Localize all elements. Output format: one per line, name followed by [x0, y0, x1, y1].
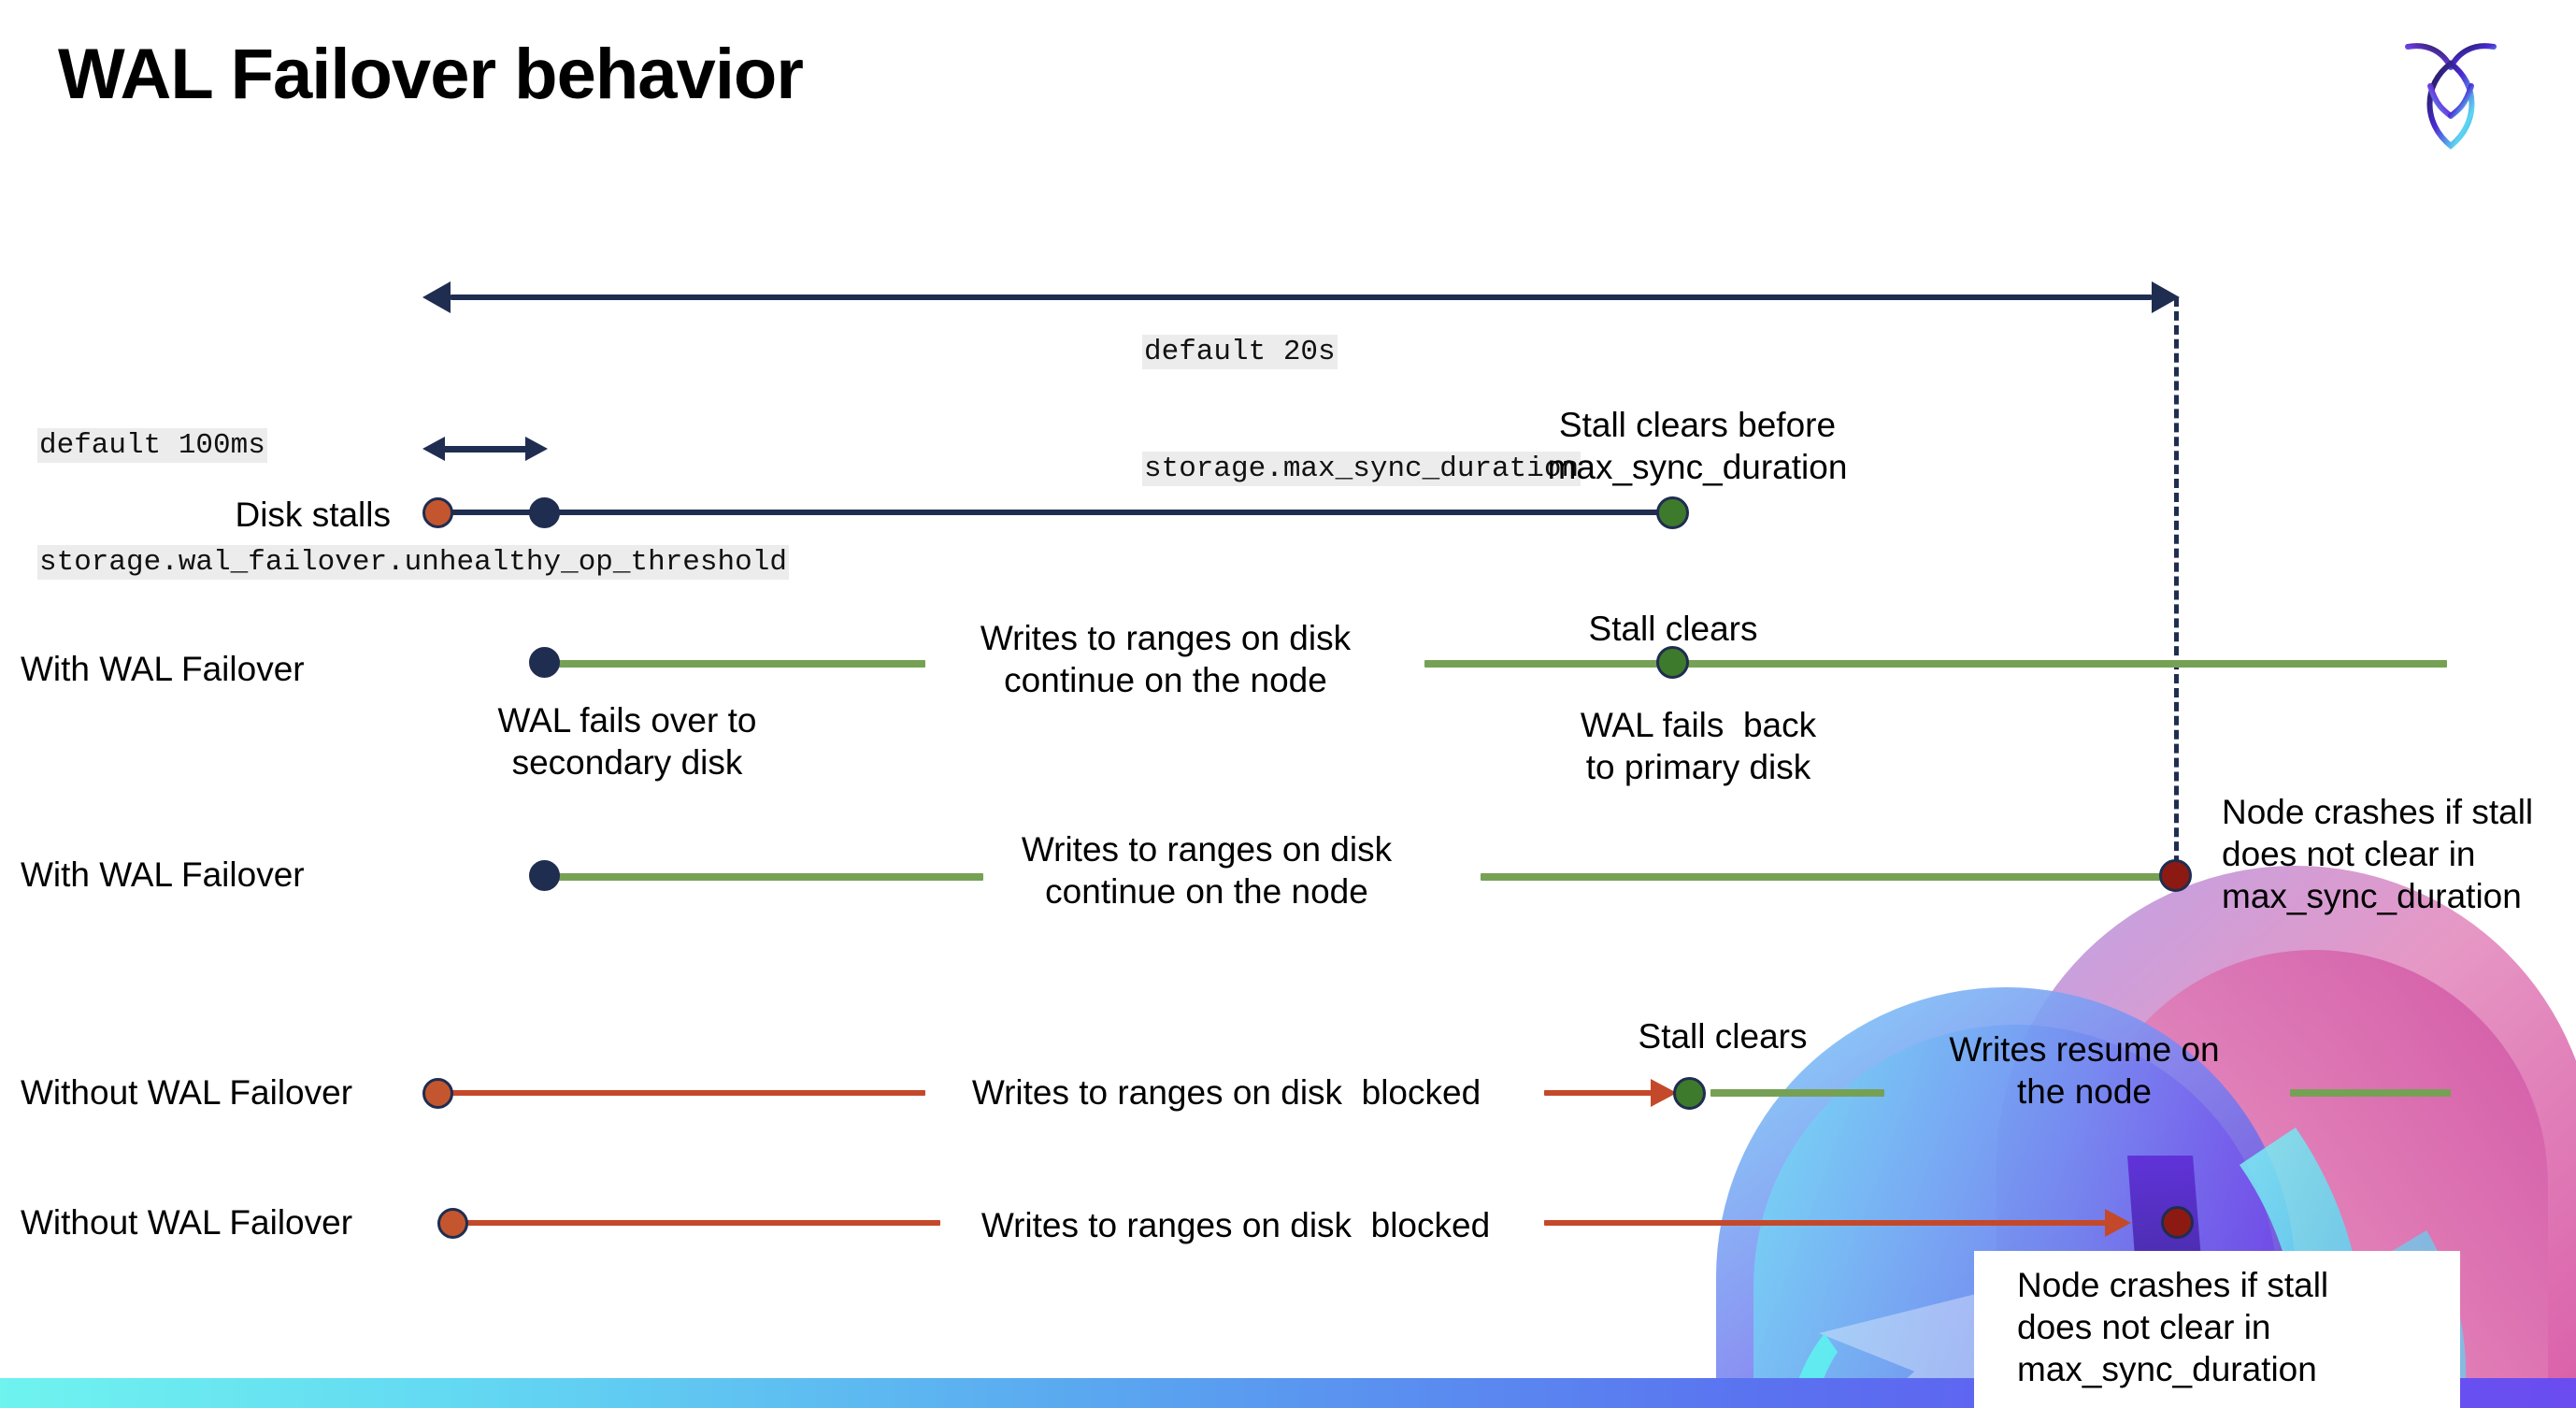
without-wal-failover-1-resumed-a: [1710, 1089, 1884, 1097]
with-wal-failover-2-segment-b: [1481, 873, 2174, 881]
max-sync-setting-label: storage.max_sync_duration: [1142, 452, 1581, 487]
unhealthy-op-default-label: default 100ms: [37, 427, 267, 463]
note-stall-clears-2: Stall clears: [1638, 1017, 1808, 1056]
max-sync-default-label: default 20s: [1142, 334, 1338, 369]
without-wal-failover-2-start-dot[interactable]: [437, 1208, 468, 1239]
row-label-without-wal-failover-2: Without WAL Failover: [21, 1203, 353, 1242]
max-sync-duration-arrow-line: [451, 295, 2152, 300]
with-wal-failover-2-segment-a: [548, 873, 983, 881]
row-label-with-wal-failover-1: With WAL Failover: [21, 650, 305, 688]
row-label-disk-stalls: Disk stalls: [235, 496, 391, 534]
note-writes-continue-1: Writes to ranges on disk continue on the…: [980, 619, 1352, 700]
max-sync-duration-arrow-left-head: [422, 281, 451, 313]
without-wal-failover-1-arrow-head: [1651, 1079, 1677, 1107]
note-node-crashes-2: Node crashes if stall does not clear in …: [2017, 1266, 2329, 1389]
disk-stalls-start-dot[interactable]: [422, 497, 453, 528]
disk-stalls-failover-dot[interactable]: [529, 497, 560, 528]
cockroachdb-logo-icon: [2405, 43, 2497, 150]
disk-stalls-timeline: [437, 510, 1681, 515]
max-sync-duration-annotation: default 20s storage.max_sync_duration: [1142, 254, 1581, 568]
row-label-without-wal-failover-1: Without WAL Failover: [21, 1073, 353, 1112]
note-stall-clears-1: Stall clears: [1588, 610, 1758, 648]
disk-stalls-stall-clears-dot[interactable]: [1656, 496, 1689, 529]
without-wal-failover-2-crash-dot[interactable]: [2161, 1206, 2194, 1239]
unhealthy-op-threshold-arrow-right-head: [525, 437, 548, 461]
with-wal-failover-1-segment-b: [1424, 660, 2447, 668]
without-wal-failover-2-blocked-b: [1544, 1220, 2118, 1226]
node-crash-callout-box: [1974, 1251, 2460, 1408]
note-writes-resume: Writes resume on the node: [1949, 1030, 2220, 1112]
with-wal-failover-2-failover-dot[interactable]: [529, 860, 560, 891]
max-sync-duration-deadline-dashed-line: [2174, 297, 2179, 879]
without-wal-failover-1-blocked-b: [1544, 1090, 1664, 1096]
note-writes-blocked-2: Writes to ranges on disk blocked: [980, 1206, 1491, 1244]
with-wal-failover-1-segment-a: [548, 660, 925, 668]
note-node-crashes-1: Node crashes if stall does not clear in …: [2222, 793, 2534, 916]
unhealthy-op-threshold-annotation: default 100ms storage.wal_failover.unhea…: [37, 348, 789, 661]
without-wal-failover-1-blocked-a: [451, 1090, 925, 1096]
with-wal-failover-1-failover-dot[interactable]: [529, 647, 560, 678]
with-wal-failover-2-crash-dot[interactable]: [2159, 859, 2192, 892]
with-wal-failover-1-stall-clears-dot[interactable]: [1656, 646, 1689, 679]
without-wal-failover-1-stall-clears-dot[interactable]: [1673, 1077, 1706, 1110]
without-wal-failover-1-resumed-b: [2290, 1089, 2451, 1097]
without-wal-failover-1-start-dot[interactable]: [422, 1078, 453, 1109]
unhealthy-op-threshold-arrow-line: [443, 446, 527, 453]
row-label-with-wal-failover-2: With WAL Failover: [21, 855, 305, 894]
note-stall-clears-before-max-sync: Stall clears before max_sync_duration: [1547, 406, 1848, 487]
page-title: WAL Failover behavior: [58, 35, 804, 114]
note-wal-fails-over: WAL fails over to secondary disk: [497, 701, 757, 783]
note-writes-continue-2: Writes to ranges on disk continue on the…: [1021, 830, 1393, 912]
unhealthy-op-threshold-arrow-left-head: [422, 437, 445, 461]
note-wal-fails-back: WAL fails back to primary disk: [1580, 706, 1817, 787]
without-wal-failover-2-blocked-a: [465, 1220, 940, 1226]
without-wal-failover-2-arrow-head: [2105, 1209, 2131, 1237]
note-writes-blocked-1: Writes to ranges on disk blocked: [971, 1073, 1481, 1112]
unhealthy-op-setting-label: storage.wal_failover.unhealthy_op_thresh…: [37, 545, 789, 581]
